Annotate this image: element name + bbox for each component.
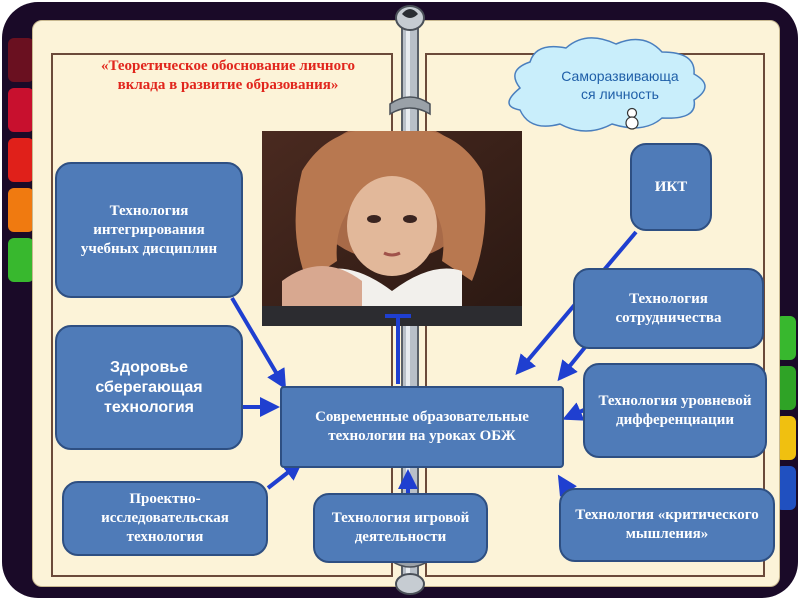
- box-critical-label: Технология «критического мышления»: [567, 506, 767, 544]
- box-ikt[interactable]: ИКТ: [630, 143, 712, 231]
- box-project[interactable]: Проектно-исследовательская технология: [62, 481, 268, 556]
- arrow-from-differentiation: [566, 410, 584, 418]
- box-differentiation-label: Технология уровневой дифференциации: [591, 392, 759, 430]
- box-project-label: Проектно-исследовательская технология: [70, 490, 260, 547]
- box-game-label: Технология игровой деятельности: [321, 509, 480, 547]
- box-integration[interactable]: Технология интегрирования учебных дисцип…: [55, 162, 243, 298]
- box-game[interactable]: Технология игровой деятельности: [313, 493, 488, 563]
- center-label: Современные образовательные технологии н…: [288, 408, 556, 446]
- box-ikt-label: ИКТ: [655, 178, 688, 197]
- box-health[interactable]: Здоровье сберегающая технология: [55, 325, 243, 450]
- box-integration-label: Технология интегрирования учебных дисцип…: [63, 202, 235, 259]
- box-health-label: Здоровье сберегающая технология: [63, 358, 235, 418]
- box-differentiation[interactable]: Технология уровневой дифференциации: [583, 363, 767, 458]
- box-cooperation-label: Технология сотрудничества: [581, 290, 756, 328]
- box-critical[interactable]: Технология «критического мышления»: [559, 488, 775, 562]
- box-center[interactable]: Современные образовательные технологии н…: [280, 386, 564, 468]
- box-cooperation[interactable]: Технология сотрудничества: [573, 268, 764, 349]
- photo-connector: [385, 316, 411, 384]
- arrow-from-cooperation: [560, 346, 586, 378]
